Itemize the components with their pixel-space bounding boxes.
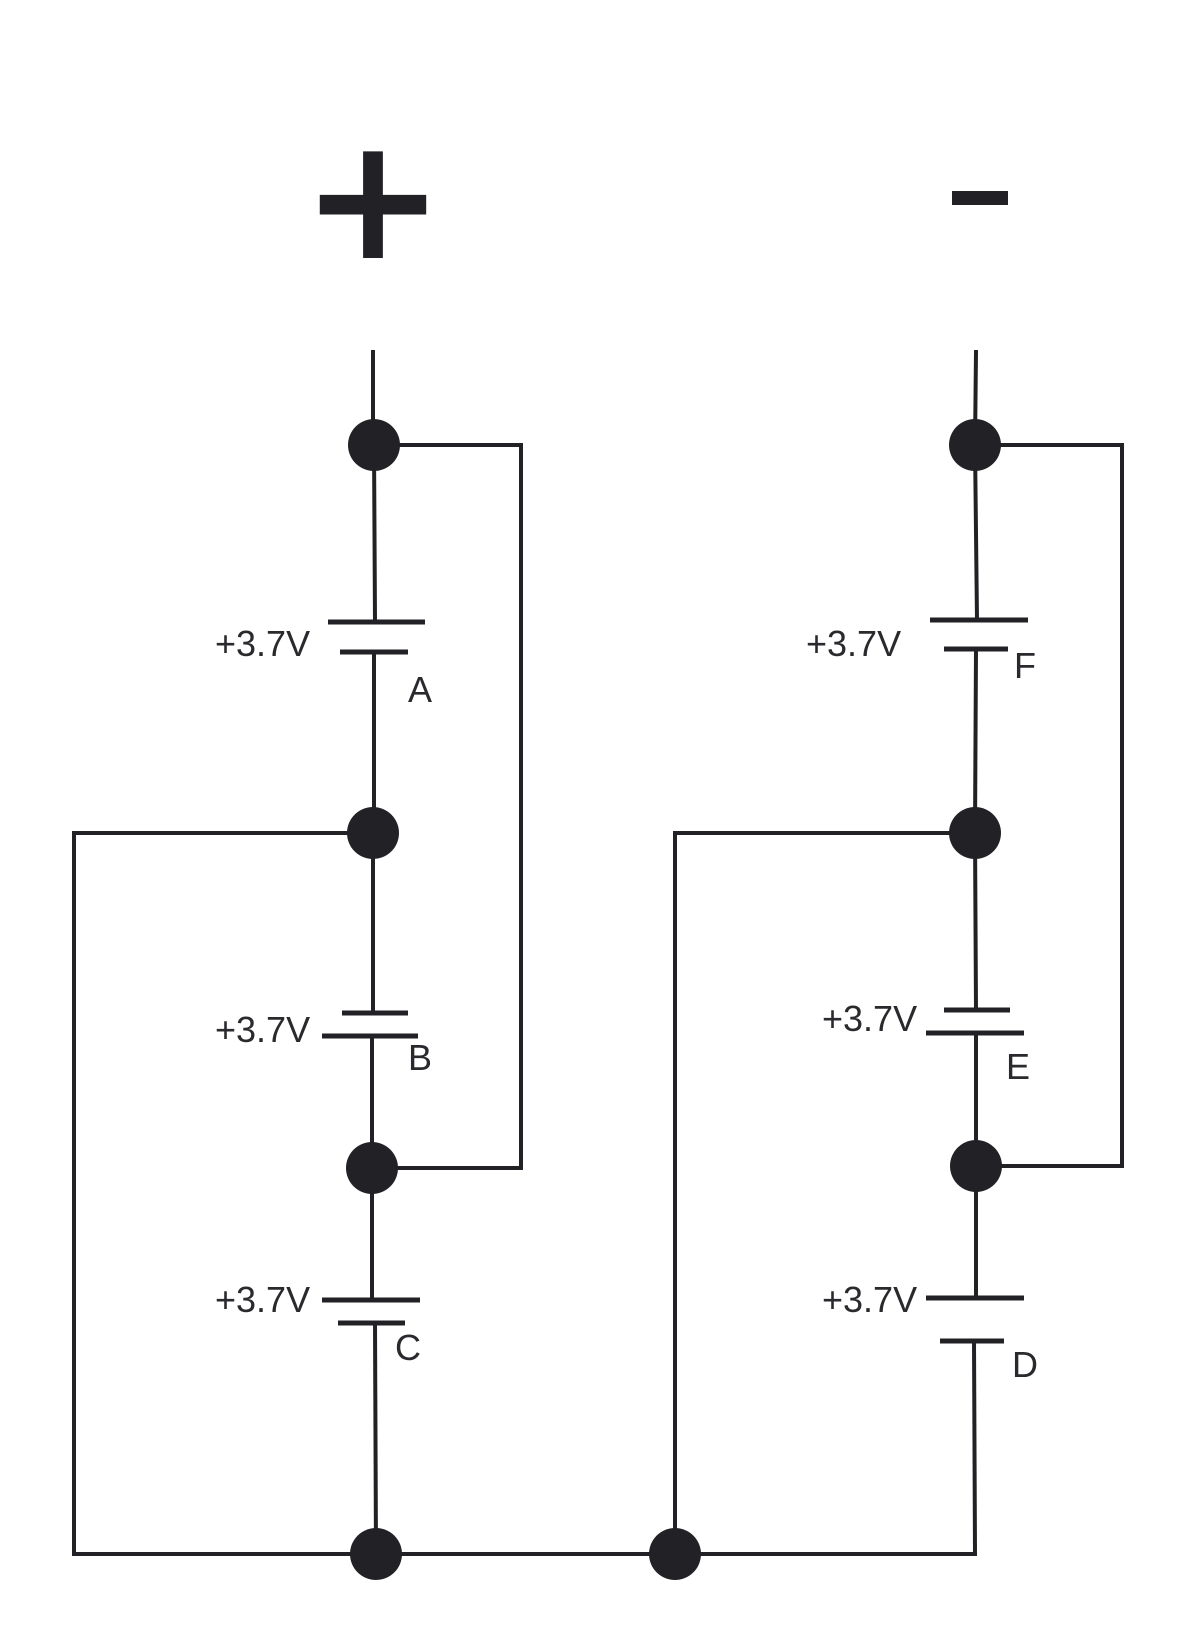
wire-left-bypass: [370, 443, 523, 1170]
cell-e-voltage: +3.7V: [822, 998, 917, 1039]
wire-d-to-bottom: [971, 1338, 978, 1557]
junction-node-left-low: [346, 1142, 398, 1194]
junction-node-left-top: [348, 419, 400, 471]
wire-c-to-bottom: [372, 1320, 379, 1557]
cell-c-voltage: +3.7V: [215, 1279, 310, 1320]
junction-node-right-low: [950, 1140, 1002, 1192]
cell-f-name: F: [1014, 645, 1036, 686]
junction-node-right-top: [949, 419, 1001, 471]
wire-right-mid-to-e: [972, 830, 979, 1013]
wire-left-top-to-a: [371, 442, 378, 625]
wire-right-top-to-f: [972, 442, 980, 623]
cell-a-voltage: +3.7V: [215, 623, 310, 664]
cell-a-name: A: [408, 669, 432, 710]
negative-terminal-label: [952, 191, 1008, 205]
wire-right-bypass: [973, 443, 1124, 1168]
wire-f-to-right-mid: [972, 646, 979, 836]
junction-node-bottom-mid: [649, 1528, 701, 1580]
cell-e-name: E: [1006, 1046, 1030, 1087]
cell-f-voltage: +3.7V: [806, 623, 901, 664]
junction-node-left-bottom: [350, 1528, 402, 1580]
cell-b-voltage: +3.7V: [215, 1009, 310, 1050]
cell-c-name: C: [395, 1327, 421, 1368]
wire-right-inner-loop: [673, 831, 977, 1556]
wire-left-outer-loop: [72, 831, 378, 1556]
cell-b-name: B: [408, 1037, 432, 1078]
positive-terminal-label: +: [302, 101, 444, 299]
cell-d-voltage: +3.7V: [822, 1279, 917, 1320]
junction-node-right-mid: [949, 807, 1001, 859]
cell-d-name: D: [1012, 1344, 1038, 1385]
junction-node-left-mid: [347, 807, 399, 859]
